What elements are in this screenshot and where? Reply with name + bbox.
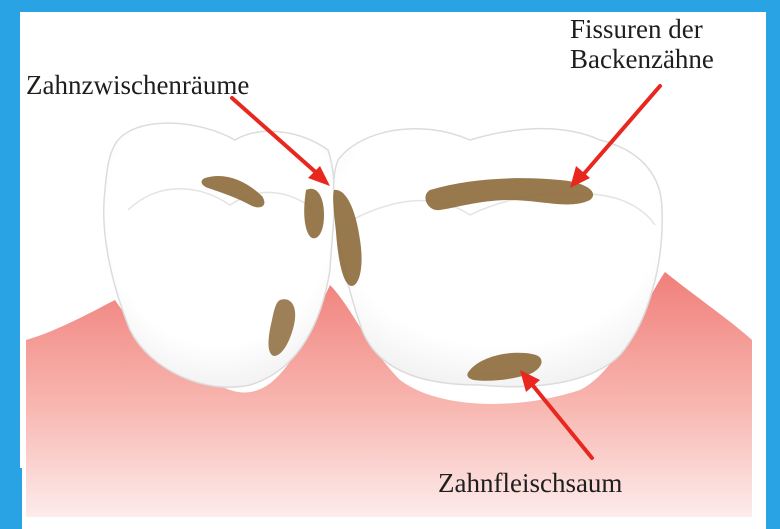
frame-bottom-left-border (0, 468, 22, 529)
label-interdental-spaces: Zahnzwischenräume (26, 70, 249, 100)
label-molar-fissures-line2: Backenzähne (570, 44, 714, 74)
label-molar-fissures: Fissuren der Backenzähne (570, 14, 714, 74)
label-gumline: Zahnfleischsaum (438, 468, 622, 498)
label-molar-fissures-line1: Fissuren der (570, 14, 714, 44)
right-tooth (334, 129, 663, 387)
